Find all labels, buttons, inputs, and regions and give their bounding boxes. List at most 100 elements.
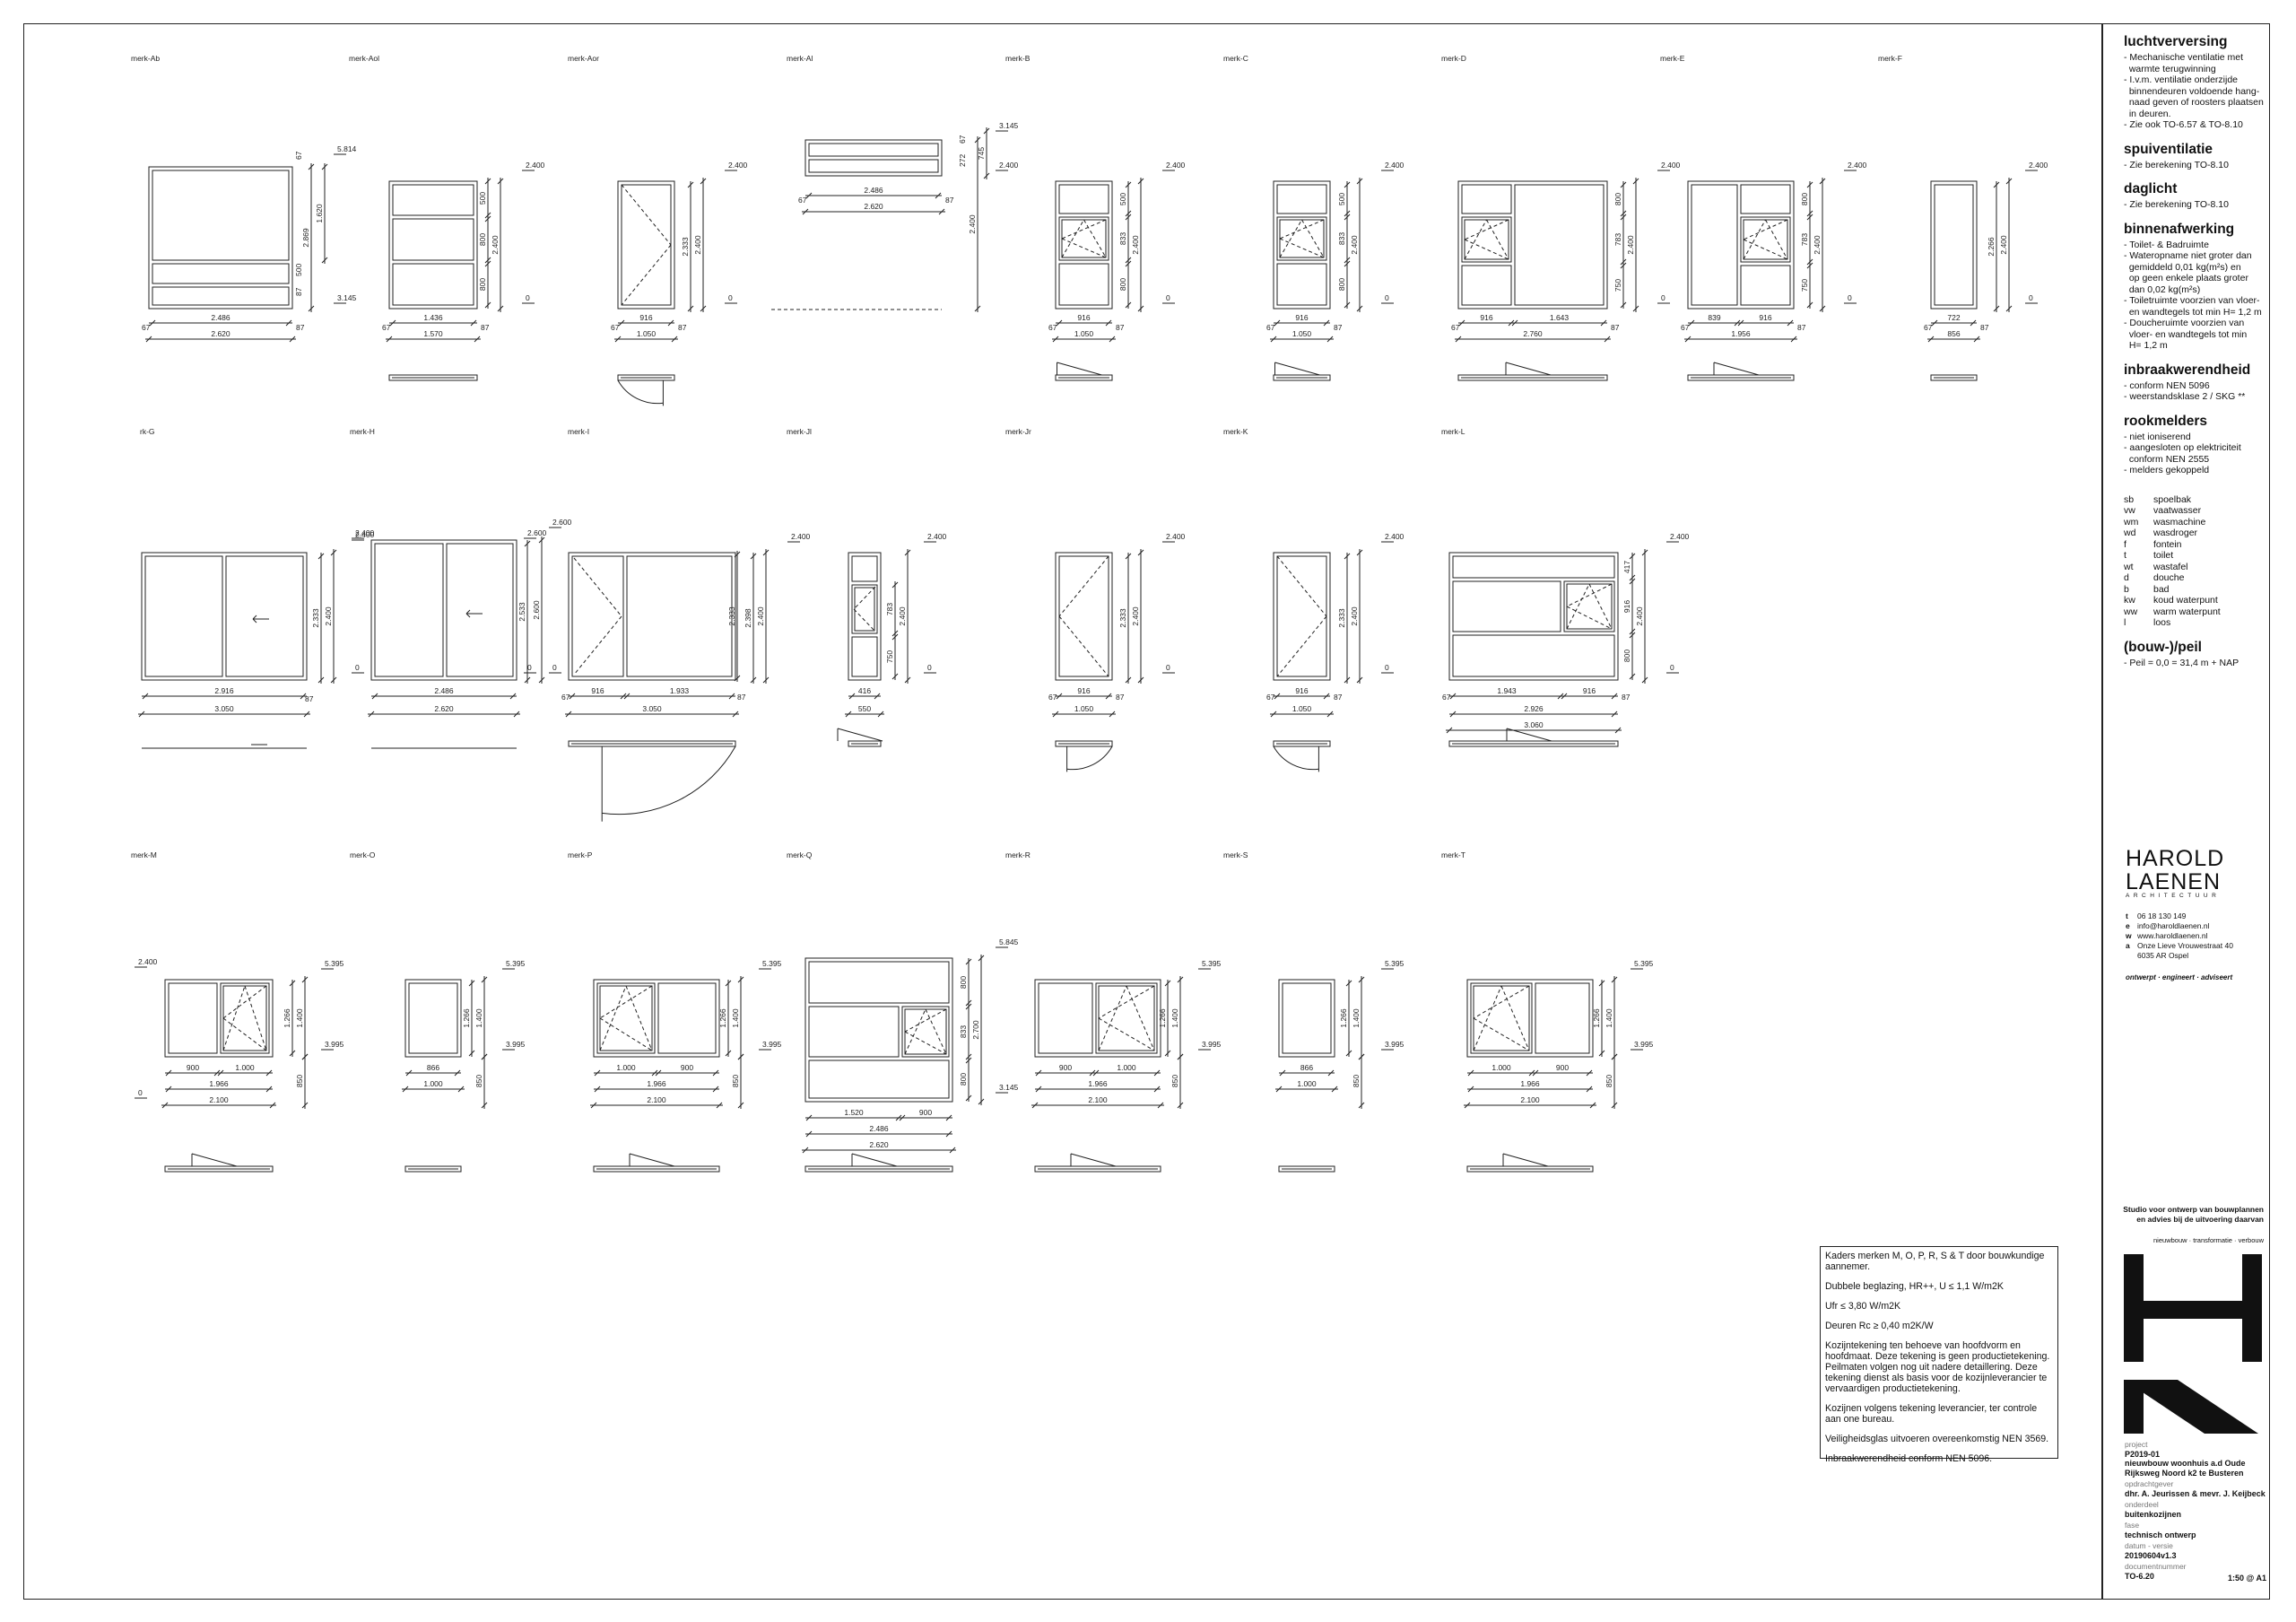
dim-label: 1.520 bbox=[844, 1108, 864, 1117]
dim-tick bbox=[1684, 336, 1692, 343]
window-swing bbox=[1057, 362, 1102, 376]
peil-title: (bouw-)/peil bbox=[2124, 639, 2202, 655]
dim-label: 2.486 bbox=[869, 1124, 889, 1133]
dim-tick bbox=[317, 553, 325, 560]
dim-label: 550 bbox=[858, 704, 871, 713]
glass bbox=[1061, 219, 1107, 258]
frame-M bbox=[164, 979, 274, 1058]
sash-R bbox=[1095, 982, 1158, 1054]
dim-tick bbox=[1052, 336, 1059, 343]
dim-tick bbox=[1446, 727, 1453, 734]
glass bbox=[222, 985, 267, 1051]
glass-G2 bbox=[225, 555, 304, 677]
mark-label: merk-B bbox=[1005, 54, 1031, 63]
dim-tick bbox=[330, 676, 337, 684]
window-swing bbox=[1713, 362, 1760, 376]
dim-tick bbox=[509, 693, 517, 700]
dim-tick bbox=[1358, 1102, 1365, 1109]
section-line: H= 1,2 m bbox=[2124, 340, 2168, 351]
dim-label: 87 bbox=[1611, 323, 1620, 332]
dim-tick bbox=[1344, 676, 1351, 684]
dim-tick bbox=[1109, 711, 1116, 718]
open-line bbox=[599, 985, 653, 1019]
plan-strip bbox=[1273, 374, 1331, 381]
dim-tick bbox=[165, 1086, 172, 1093]
section-line: - conform NEN 5096 bbox=[2124, 379, 2210, 391]
project-phase: technisch ontwerp bbox=[2125, 1530, 2196, 1539]
project-scale: 1:50 @ A1 bbox=[2228, 1573, 2266, 1583]
level-label: 2.400 bbox=[1385, 532, 1405, 541]
section-line: naad geven of roosters plaatsen bbox=[2124, 97, 2264, 108]
dim-label: 2.486 bbox=[211, 313, 230, 322]
dim-tick bbox=[1586, 1086, 1593, 1093]
glass bbox=[854, 587, 875, 632]
plan-strip bbox=[1273, 740, 1331, 747]
dim-label: 67 bbox=[1681, 323, 1690, 332]
dim-tick bbox=[965, 1057, 972, 1064]
dim-label: 1.266 bbox=[283, 1008, 291, 1028]
level-label: 2.400 bbox=[791, 532, 811, 541]
dim-tick bbox=[1035, 1086, 1042, 1093]
dim-tick bbox=[1326, 711, 1334, 718]
dim-label: 2.620 bbox=[211, 329, 230, 338]
dim-tick bbox=[1993, 305, 2000, 312]
dim-tick bbox=[1137, 549, 1144, 556]
dim-label: 67 bbox=[1924, 323, 1933, 332]
dim-tick bbox=[1274, 319, 1281, 327]
glass-Ab2 bbox=[152, 263, 290, 284]
open-line bbox=[1126, 985, 1155, 1051]
window-swing bbox=[1506, 728, 1552, 742]
dim-label: 839 bbox=[1708, 313, 1720, 322]
glass-F bbox=[1934, 184, 1974, 306]
dim-label: 87 bbox=[1116, 323, 1125, 332]
dim-label: 800 bbox=[959, 976, 968, 989]
dim-label: 67 bbox=[142, 323, 151, 332]
level-label: 5.395 bbox=[762, 959, 782, 968]
dim-tick bbox=[497, 305, 504, 312]
dim-tick bbox=[1105, 319, 1112, 327]
mark-label: merk-R bbox=[1005, 850, 1031, 859]
dim-label: 2.400 bbox=[1813, 235, 1822, 255]
dim-tick bbox=[1031, 1102, 1039, 1109]
level-label: 0 bbox=[526, 293, 530, 302]
plan-strip bbox=[617, 374, 675, 381]
dim-label: 2.600 bbox=[532, 600, 541, 620]
dim-label: 87 bbox=[1797, 323, 1806, 332]
dim-tick bbox=[594, 1069, 601, 1077]
frame-B bbox=[1055, 180, 1113, 310]
level-label: 3.145 bbox=[999, 121, 1019, 130]
dim-tick bbox=[734, 551, 741, 558]
dim-tick bbox=[1323, 319, 1330, 327]
open-line bbox=[1765, 219, 1788, 260]
dim-tick bbox=[1511, 319, 1518, 327]
dim-tick bbox=[974, 136, 981, 144]
dim-label: 2.700 bbox=[971, 1020, 980, 1040]
level-label: 5.845 bbox=[999, 937, 1019, 946]
glass-Aol1 bbox=[392, 184, 474, 216]
dim-tick bbox=[524, 540, 531, 547]
glass-K bbox=[1276, 555, 1327, 677]
dim-tick bbox=[1177, 976, 1184, 983]
note-paragraph: Kozijnen volgens tekening leverancier, t… bbox=[1825, 1403, 2038, 1425]
open-line bbox=[1061, 219, 1107, 240]
dim-tick bbox=[845, 711, 852, 718]
dim-label: 3.050 bbox=[214, 704, 234, 713]
dim-tick bbox=[289, 1050, 296, 1057]
dim-label: 2.333 bbox=[1118, 608, 1127, 628]
open-line bbox=[1276, 615, 1327, 677]
dim-label: 1.050 bbox=[1292, 704, 1312, 713]
dim-label: 87 bbox=[1116, 693, 1125, 702]
dim-tick bbox=[145, 336, 152, 343]
dim-tick bbox=[945, 1130, 952, 1138]
glass-D3 bbox=[1461, 265, 1512, 306]
dim-tick bbox=[762, 676, 770, 684]
sash-L bbox=[1563, 580, 1615, 632]
open-line bbox=[853, 586, 876, 610]
